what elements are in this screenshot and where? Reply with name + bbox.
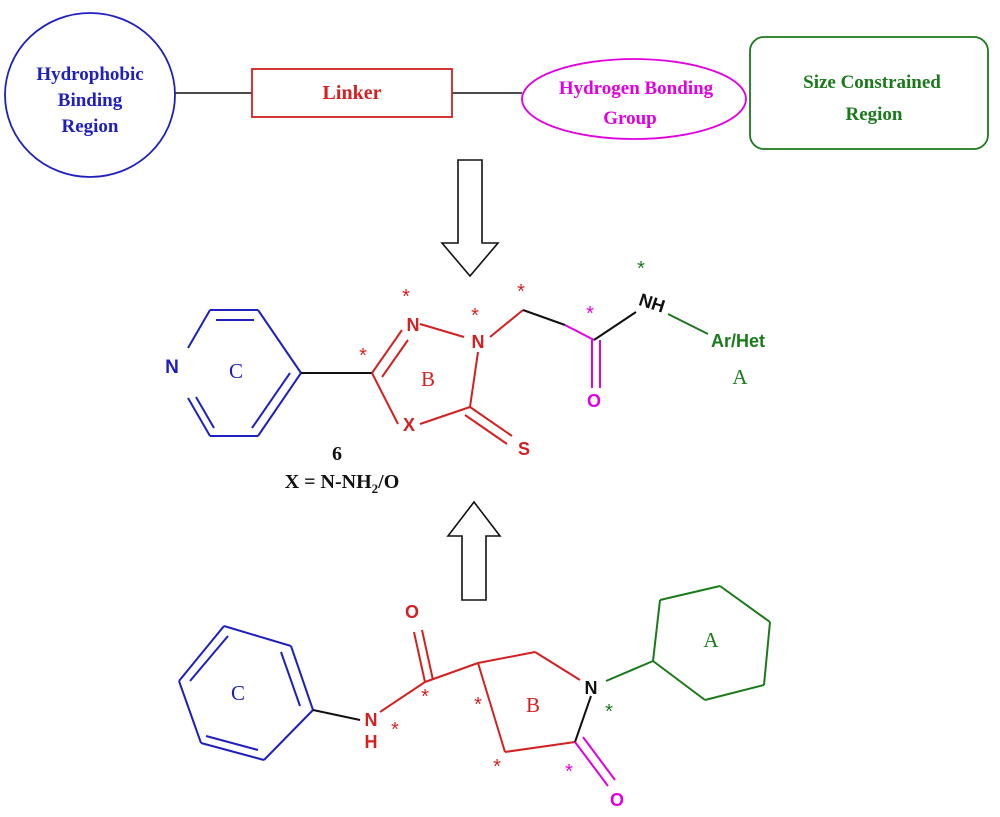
hydrophobic-binding-region: Hydrophobic Binding Region bbox=[4, 12, 176, 178]
thione-s-atom: S bbox=[518, 439, 530, 459]
ring-b-x-atom: X bbox=[403, 415, 415, 435]
hydrophobic-line2: Binding bbox=[58, 90, 123, 111]
ring-a-label: A bbox=[703, 628, 719, 652]
nh-arhet-bond bbox=[667, 313, 709, 335]
asterisk-marker: * bbox=[517, 281, 525, 303]
asterisk-marker: * bbox=[493, 756, 501, 778]
ring-c-label: C bbox=[231, 681, 245, 705]
ring-c-label: C bbox=[229, 359, 243, 383]
asterisk-marker: * bbox=[391, 719, 399, 741]
amide-h-atom: H bbox=[365, 732, 378, 752]
ring-n-atom: N bbox=[585, 678, 598, 698]
asterisk-marker: * bbox=[474, 694, 482, 716]
amide-linker bbox=[379, 629, 479, 713]
lactam-o-atom: O bbox=[610, 790, 624, 810]
ring-b-n2-atom: N bbox=[472, 332, 485, 352]
asterisk-marker: * bbox=[359, 345, 367, 367]
amide-n-atom: N bbox=[365, 710, 378, 730]
lactam-carbonyl bbox=[574, 736, 616, 787]
x-definition: X = N-NH2/O bbox=[285, 471, 400, 496]
ring-a-cyclohexyl bbox=[605, 585, 771, 701]
ring-c-benzene bbox=[178, 625, 361, 761]
hydrogen-bonding-group: Hydrogen Bonding Group bbox=[521, 58, 747, 140]
amide-o-atom: O bbox=[405, 602, 419, 622]
hydrophobic-line1: Hydrophobic bbox=[36, 64, 143, 85]
amide-carbonyl bbox=[564, 324, 601, 388]
size-constrained-region: Size Constrained Region bbox=[749, 36, 989, 150]
ring-b-heterocycle bbox=[371, 309, 566, 445]
ring-b-label: B bbox=[526, 693, 540, 717]
size-line1: Size Constrained bbox=[803, 72, 941, 93]
linker-label: Linker bbox=[323, 82, 382, 104]
ring-b-n1-atom: N bbox=[407, 315, 420, 335]
pyridine-n-atom: N bbox=[165, 357, 179, 378]
arrow-down-icon bbox=[440, 159, 500, 278]
asterisk-marker: * bbox=[471, 305, 479, 327]
hydrophobic-line3: Region bbox=[62, 116, 119, 137]
compound-number: 6 bbox=[332, 443, 342, 465]
ring-a-label: A bbox=[732, 365, 748, 389]
arrow-up-icon bbox=[446, 500, 502, 601]
lead-compound-structure: C O N H * * N B * * O * bbox=[178, 585, 771, 810]
hbond-line1: Hydrogen Bonding bbox=[559, 78, 714, 99]
carbonyl-o-atom: O bbox=[587, 391, 601, 411]
ar-het-group: Ar/Het bbox=[711, 331, 765, 351]
size-line2: Region bbox=[846, 104, 903, 125]
n-carbonyl-bond bbox=[574, 695, 592, 743]
asterisk-marker: * bbox=[402, 286, 410, 308]
pharmacophore-model: Hydrophobic Binding Region Linker Hydrog… bbox=[4, 12, 989, 178]
hbond-line2: Group bbox=[603, 108, 657, 129]
asterisk-marker: * bbox=[421, 686, 429, 708]
asterisk-marker: * bbox=[605, 701, 613, 723]
asterisk-marker: * bbox=[637, 258, 645, 280]
asterisk-marker: * bbox=[565, 761, 573, 783]
ring-c-pyridine bbox=[187, 309, 372, 437]
ring-b-label: B bbox=[421, 367, 435, 391]
linker-region: Linker bbox=[251, 68, 453, 118]
amide-nh-group: NH bbox=[637, 289, 668, 316]
ring-b-pyrrolidinone bbox=[477, 651, 581, 753]
compound-6-structure: N C N N X S B * * * * bbox=[165, 258, 765, 496]
asterisk-marker: * bbox=[586, 303, 594, 325]
